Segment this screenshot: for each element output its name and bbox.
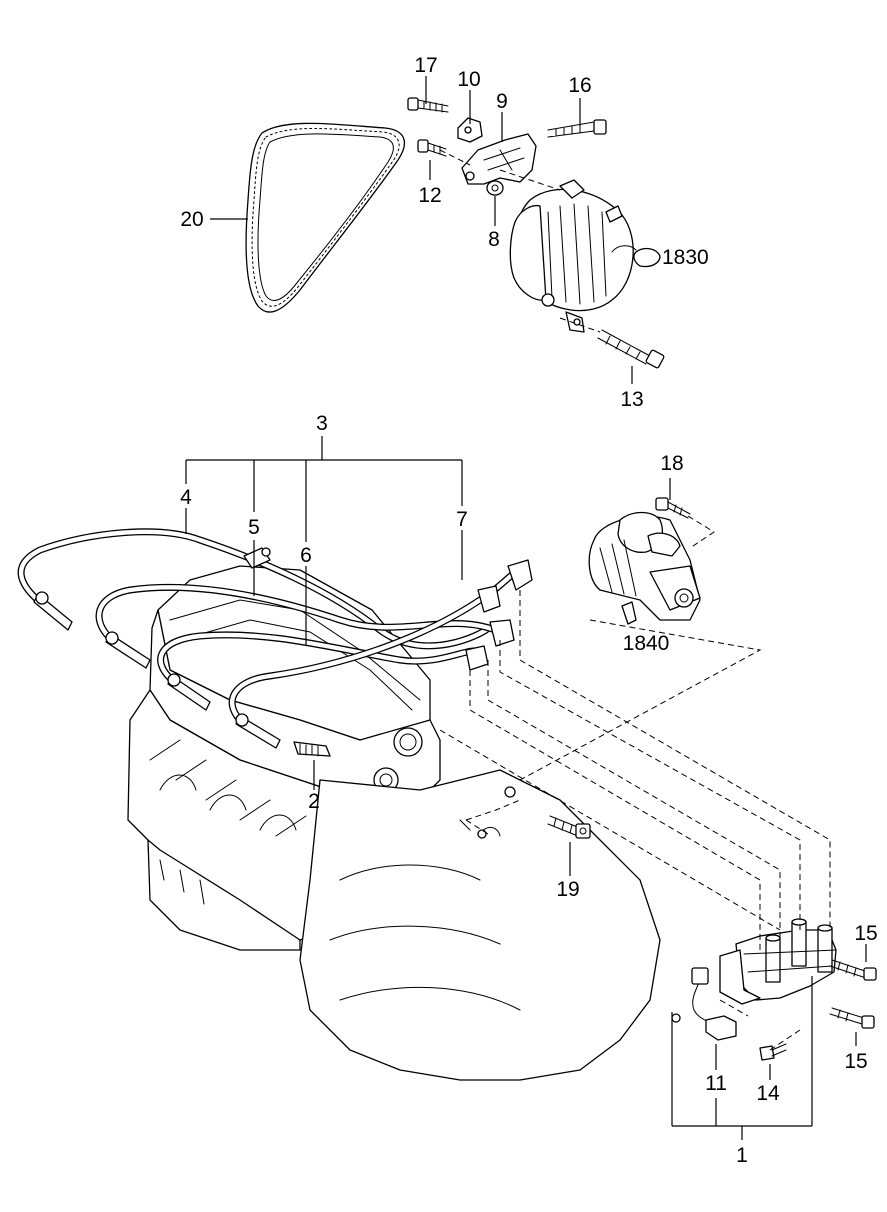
callout-2: 2 [308,790,320,813]
callout-labels: 17 10 9 16 12 8 20 1830 13 3 4 5 6 7 18 … [180,54,878,1167]
callout-11: 11 [705,1072,727,1095]
adjuster-bolt-block [457,117,483,143]
connector-1830 [633,247,661,268]
spark-plug [293,741,331,757]
callout-12: 12 [418,184,441,207]
callout-3: 3 [316,412,328,435]
callout-16: 16 [568,74,591,97]
bolt-15-lower [829,1007,875,1029]
callout-5: 5 [248,516,260,539]
cable-routing-dashes [439,590,831,1051]
callout-1830: 1830 [662,246,709,269]
bolt-12 [417,139,447,157]
pickup-sensor-11 [671,967,737,1041]
callout-15-lower: 15 [844,1050,867,1073]
bolt-19 [547,815,591,839]
leader-group-3 [185,436,463,646]
callout-19: 19 [556,878,579,901]
connector-1840 [621,601,637,625]
starter-motor [588,511,701,621]
callout-7: 7 [456,508,468,531]
bolt-13 [597,329,665,369]
bolt-15-upper [829,959,877,981]
bolt-17 [407,97,449,113]
ignition-cables [17,528,533,749]
callout-1: 1 [736,1144,748,1167]
callout-9: 9 [496,90,508,113]
screw-14 [759,1043,787,1061]
callout-1840: 1840 [623,632,670,655]
callout-20: 20 [180,208,203,231]
ignition-coil-pack [719,918,837,1005]
bushing-8 [486,180,504,196]
alternator [509,179,637,333]
drive-belt [245,122,406,313]
callout-13: 13 [620,388,643,411]
callout-4: 4 [180,486,192,509]
bolt-18 [655,497,691,519]
leader-group-1 [671,976,813,1140]
callout-6: 6 [300,544,312,567]
callout-17: 17 [414,54,437,77]
callout-18: 18 [660,452,683,475]
callout-15-upper: 15 [854,922,877,945]
callout-10: 10 [457,68,480,91]
adjusting-bracket [461,133,537,185]
callout-8: 8 [488,228,500,251]
bolt-16 [547,119,607,138]
callout-14: 14 [756,1082,780,1105]
